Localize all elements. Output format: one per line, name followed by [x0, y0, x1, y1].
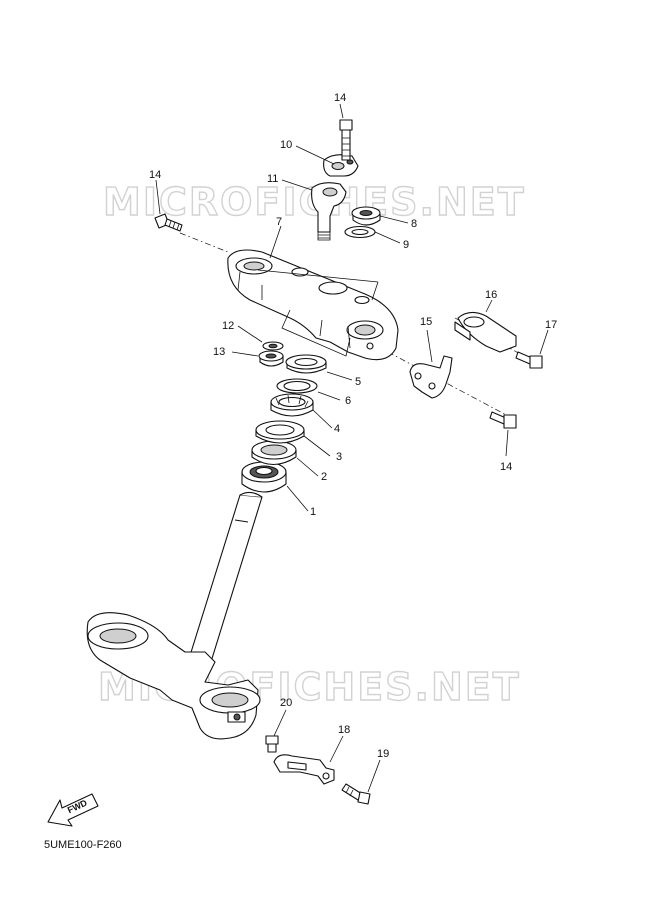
part-10-holder-upper [323, 154, 359, 177]
diagram-code: 5UME100-F260 [44, 839, 122, 851]
part-19-bolt [341, 783, 371, 805]
part-4-ring-nut [270, 393, 314, 417]
bracket-outline-top [257, 269, 379, 301]
part-14-left-bolt [154, 213, 183, 232]
part-16-clamp [454, 311, 517, 353]
axis-bolt-14 [179, 232, 229, 253]
callout-18: 18 [338, 724, 350, 736]
callout-4: 4 [334, 423, 340, 435]
callout-3: 3 [336, 451, 342, 463]
part-17-bolt [515, 351, 543, 369]
bracket-outline-bottom [281, 309, 351, 357]
part-14-right-bolt [489, 411, 517, 429]
callout-6: 6 [345, 395, 351, 407]
axis-bracket-16 [454, 317, 523, 356]
callout-15: 15 [420, 316, 432, 328]
callout-9: 9 [403, 239, 409, 251]
leader-lines [155, 103, 549, 793]
fwd-arrow-icon: FWD [47, 793, 99, 827]
callout-16: 16 [485, 289, 497, 301]
part-15-stay [409, 355, 453, 399]
part-1-bearing [241, 461, 287, 493]
part-11-holder-lower [311, 182, 347, 241]
part-9-washer [344, 225, 376, 239]
part-6-washer [276, 378, 318, 394]
part-2-race [251, 440, 297, 466]
callout-14-top: 14 [334, 92, 346, 104]
callout-14-right: 14 [500, 461, 512, 473]
steering-stem [86, 491, 263, 740]
callout-2: 2 [321, 471, 327, 483]
callout-20: 20 [280, 697, 292, 709]
callout-12: 12 [222, 320, 234, 332]
callout-10: 10 [280, 139, 292, 151]
part-12-washer [262, 341, 284, 351]
part-13-nut [258, 350, 284, 367]
callout-13: 13 [213, 346, 225, 358]
callout-17: 17 [545, 319, 557, 331]
callout-1: 1 [310, 506, 316, 518]
part-8-nut [351, 206, 381, 226]
callout-7: 7 [276, 216, 282, 228]
part-3-seal [255, 420, 305, 444]
part-7-upper-bracket [227, 249, 399, 361]
part-14-top-bolt [339, 119, 353, 161]
part-18-guide [273, 754, 335, 785]
callout-5: 5 [355, 376, 361, 388]
callout-14-left: 14 [149, 169, 161, 181]
part-20-bolt [265, 735, 279, 753]
callout-8: 8 [411, 218, 417, 230]
callout-11: 11 [267, 173, 278, 185]
callout-19: 19 [377, 748, 389, 760]
part-5-washer [285, 354, 327, 374]
axis-bolt-14-right [387, 351, 513, 419]
